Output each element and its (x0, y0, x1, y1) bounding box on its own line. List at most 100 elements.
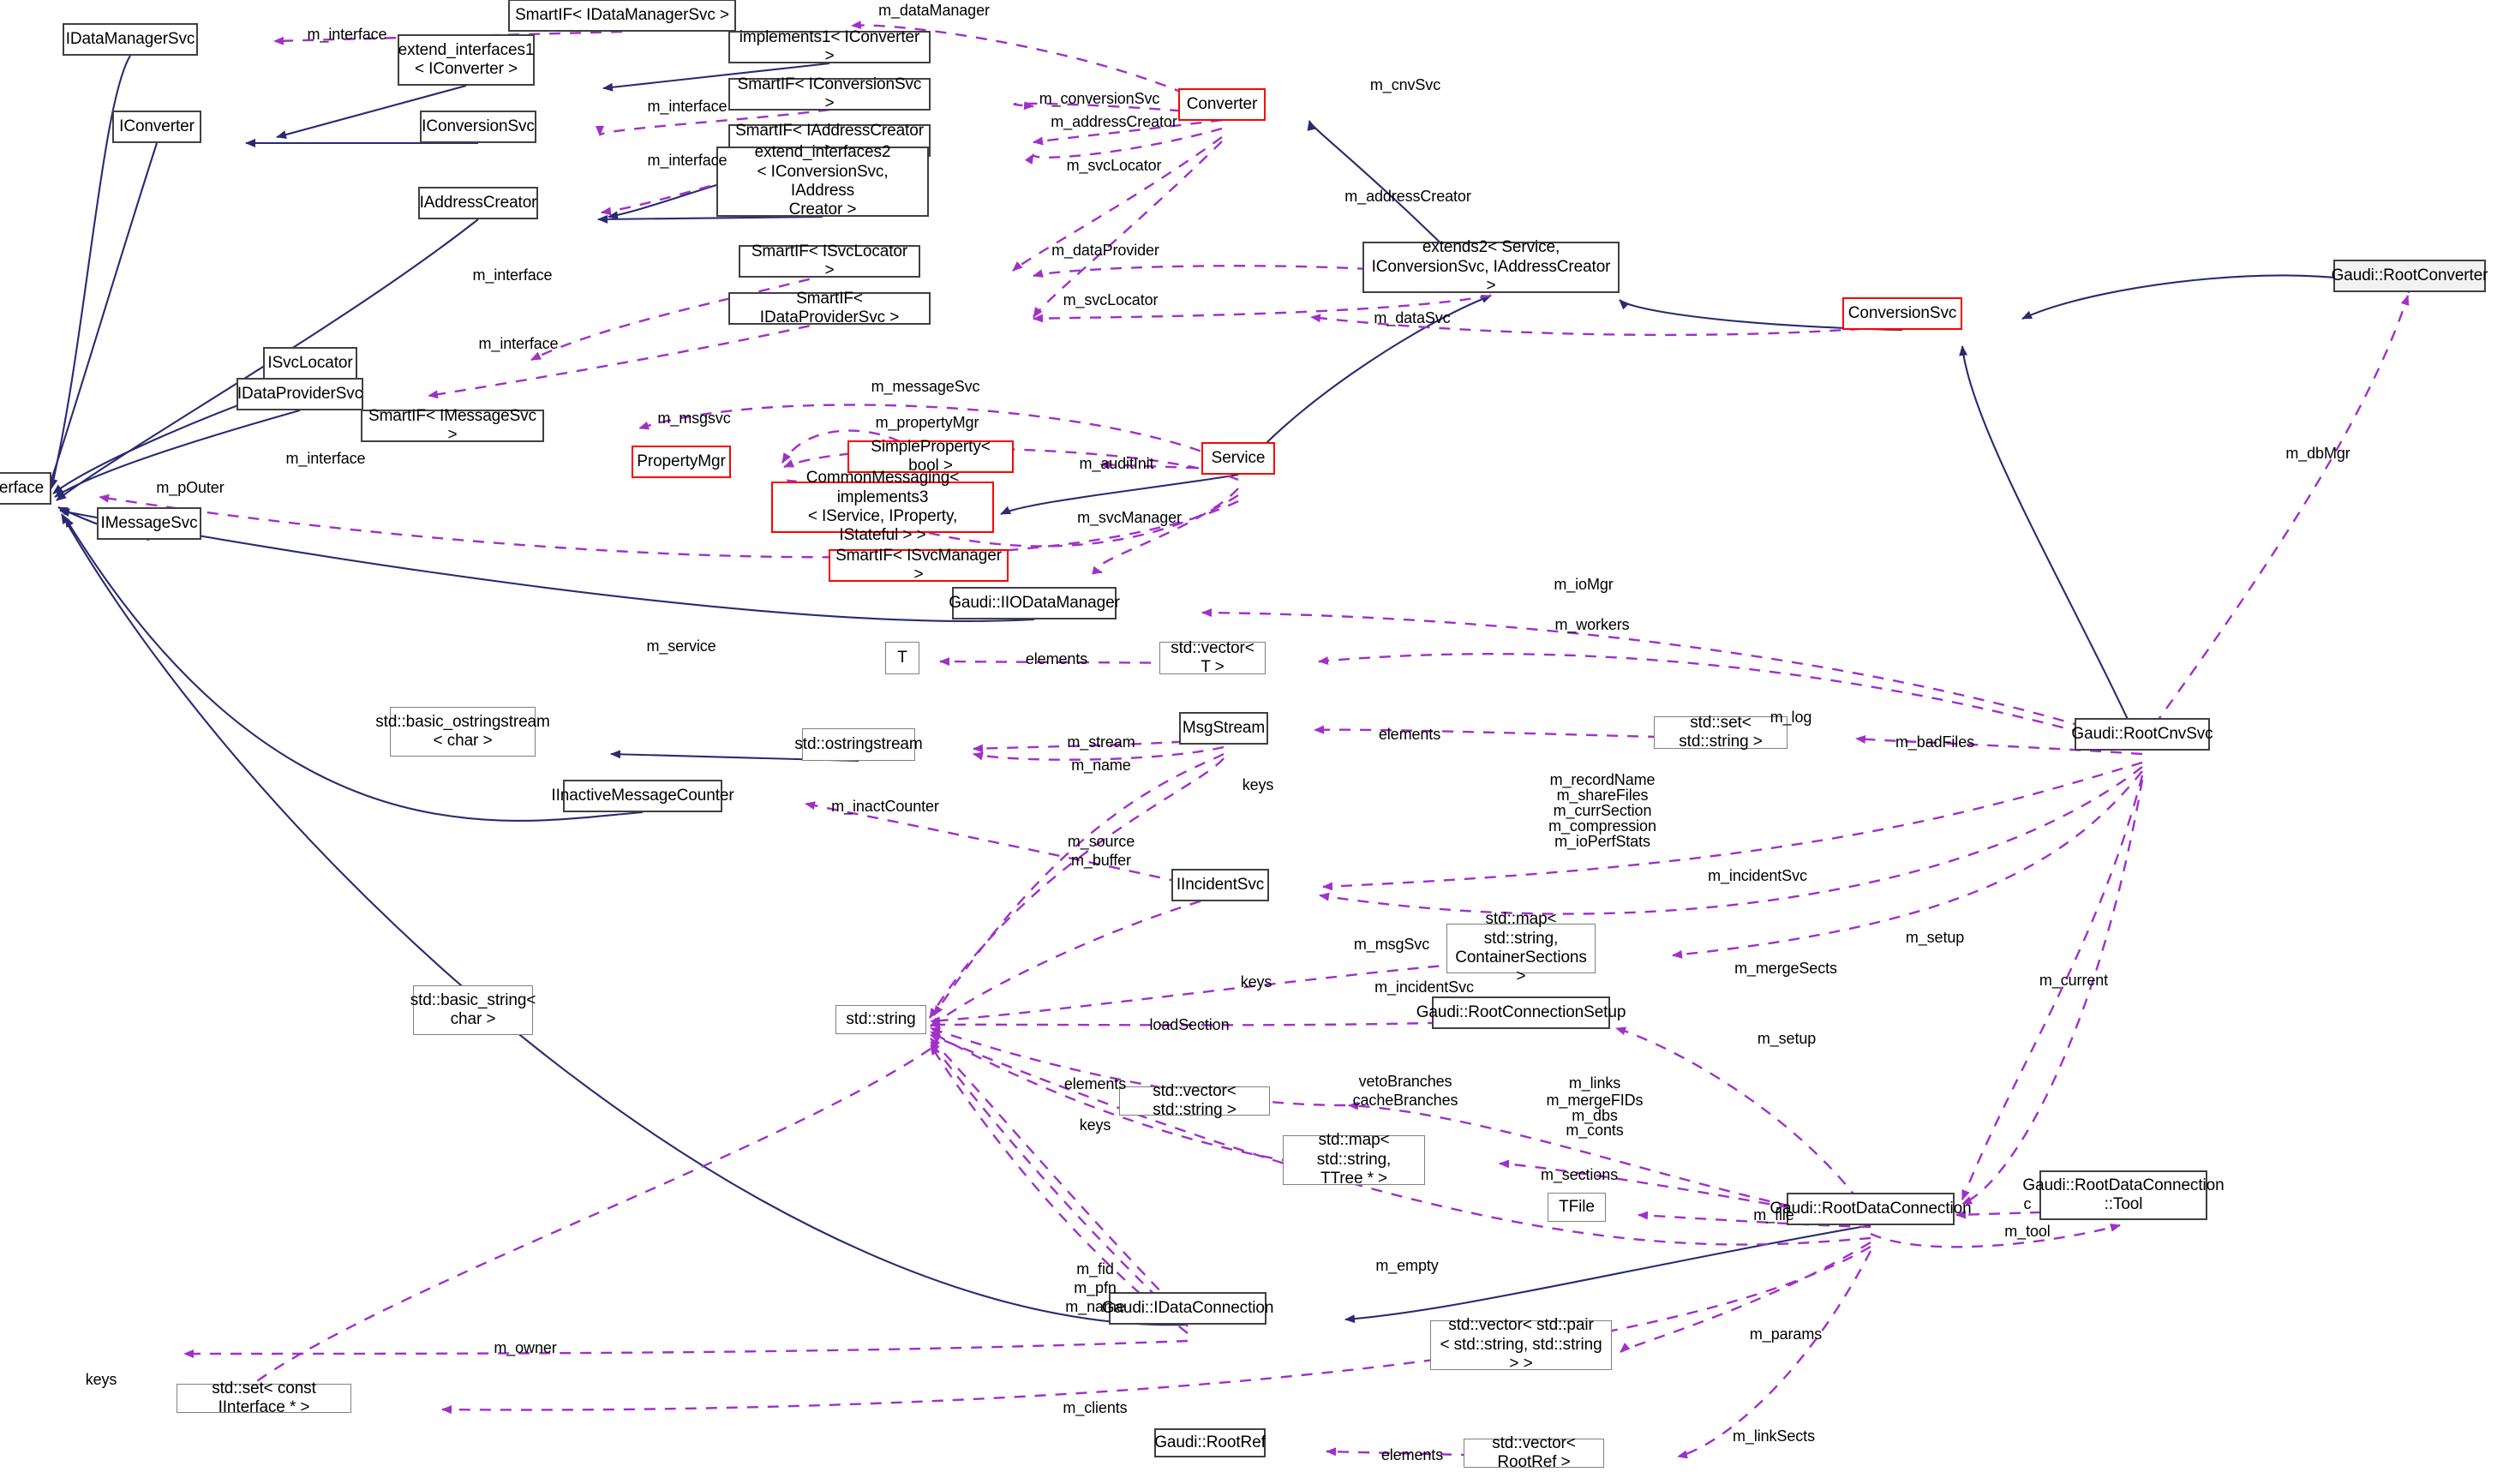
edge-label: m_shareFiles (1556, 787, 1649, 805)
edge-label: m_name (1071, 757, 1131, 775)
class-node-set_const_iinterface[interactable]: std::set< const IInterface * > (177, 1379, 351, 1416)
class-node-rootcnvsvc[interactable]: Gaudi::RootCnvSvc (2071, 718, 2213, 751)
class-node-rootref[interactable]: Gaudi::RootRef (1154, 1428, 1266, 1457)
class-node-extend_interfaces1[interactable]: extend_interfaces1 < IConverter > (398, 34, 535, 86)
class-node-vector_T[interactable]: std::vector< T > (1159, 639, 1266, 676)
class-node-iinterface[interactable]: IInterface (0, 472, 51, 505)
class-node-idataprovidersvc[interactable]: IDataProviderSvc (237, 378, 363, 410)
class-node-isvclocator[interactable]: ISvcLocator (263, 347, 357, 380)
class-node-propertymgr[interactable]: PropertyMgr (632, 446, 731, 478)
edge-label: m_links (1568, 1074, 1621, 1092)
edge-label: m_service (646, 637, 716, 655)
edge-label: m_buffer (1071, 852, 1131, 870)
inheritance-edges (46, 55, 2410, 1326)
class-node-rootdataconnection_tool[interactable]: Gaudi::RootDataConnection ::Tool (2022, 1170, 2225, 1220)
edge-label: cacheBranches (1352, 1092, 1458, 1110)
edge-label: m_currSection (1553, 802, 1652, 820)
class-node-iconversionsvc[interactable]: IConversionSvc (420, 111, 536, 143)
class-node-converter[interactable]: Converter (1178, 88, 1266, 121)
edge-label: m_auditInit (1079, 455, 1154, 473)
class-node-rootdataconnection[interactable]: Gaudi::RootDataConnection (1769, 1193, 1972, 1225)
edge-label: m_source (1067, 833, 1135, 851)
edge-label: loadSection (1149, 1016, 1230, 1034)
class-node-smartif_idataprovidersvc[interactable]: SmartIF< IDataProviderSvc > (728, 290, 931, 326)
class-node-vector_string[interactable]: std::vector< std::string > (1119, 1082, 1270, 1119)
edge-label: keys (85, 1371, 117, 1389)
edge-label: m_dataProvider (1051, 242, 1159, 260)
class-node-simpleproperty_bool[interactable]: SimpleProperty< bool > (847, 438, 1014, 475)
edge-label: m_setup (1757, 1030, 1817, 1048)
class-node-extends2_service[interactable]: extends2< Service, IConversionSvc, IAddr… (1362, 238, 1620, 295)
class-node-smartif_idatamanagersvc[interactable]: SmartIF< IDataManagerSvc > (508, 0, 736, 32)
class-node-set_string[interactable]: std::set< std::string > (1654, 714, 1787, 751)
edge-label: keys (1240, 973, 1272, 991)
edge-label: m_incidentSvc (1708, 867, 1807, 885)
edge-label: keys (1242, 776, 1274, 794)
edge-label: elements (1380, 1446, 1444, 1464)
class-node-imessagesvc[interactable]: IMessageSvc (97, 507, 201, 540)
class-node-smartif_iconversionsvc[interactable]: SmartIF< IConversionSvc > (728, 75, 931, 112)
edge-label: m_clients (1063, 1399, 1128, 1417)
class-node-iiodatamanager[interactable]: Gaudi::IIODataManager (949, 587, 1120, 619)
class-node-vector_rootref[interactable]: std::vector< RootRef > (1464, 1434, 1604, 1471)
edge-label: m_dataSvc (1374, 309, 1451, 327)
edge-label: m_dataManager (878, 2, 990, 20)
class-node-conversionsvc[interactable]: ConversionSvc (1842, 297, 1962, 330)
class-node-vector_pair_string[interactable]: std::vector< std::pair < std::string, st… (1430, 1316, 1612, 1373)
edge-label: m_propertyMgr (875, 414, 979, 432)
edge-label: m_svcLocator (1063, 291, 1159, 309)
class-node-extend_interfaces2[interactable]: extend_interfaces2 < IConversionSvc, IAd… (716, 143, 929, 218)
edge-label: vetoBranches (1358, 1073, 1452, 1091)
edge-label: m_pOuter (156, 479, 225, 497)
edge-label: m_addressCreator (1051, 113, 1177, 131)
edge-label: m_compression (1548, 817, 1656, 835)
class-node-map_containersections[interactable]: std::map< std::string, ContainerSections… (1446, 910, 1596, 985)
class-node-smartif_isvclocator[interactable]: SmartIF< ISvcLocator > (739, 242, 920, 279)
class-node-msgstream[interactable]: MsgStream (1179, 712, 1268, 745)
class-node-iconverter[interactable]: IConverter (112, 111, 201, 143)
class-node-smartif_isvcmanager[interactable]: SmartIF< ISvcManager > (829, 547, 1009, 583)
class-node-iaddresscreator[interactable]: IAddressCreator (418, 187, 538, 219)
edge-label: m_cnvSvc (1369, 76, 1441, 94)
edge-label: m_dbMgr (2285, 445, 2350, 463)
edge-label: m_interface (285, 450, 366, 468)
class-node-rootconnectionsetup[interactable]: Gaudi::RootConnectionSetup (1416, 996, 1626, 1029)
edge-label: m_owner (494, 1339, 557, 1357)
class-node-ostringstream[interactable]: std::ostringstream (794, 728, 923, 761)
edge-label: m_interface (307, 26, 387, 44)
class-node-commonmessaging[interactable]: CommonMessaging< implements3 < IService,… (771, 469, 994, 544)
class-node-tfile[interactable]: TFile (1548, 1193, 1606, 1222)
edge-label: elements (1063, 1075, 1127, 1093)
edge-label: m_conts (1566, 1122, 1624, 1140)
class-node-T[interactable]: T (885, 642, 919, 674)
class-node-implements1_iconverter[interactable]: implements1< IConverter > (728, 28, 931, 65)
class-node-idatamanagersvc[interactable]: IDataManagerSvc (63, 23, 198, 56)
edge-label: m_badFiles (1895, 733, 1975, 751)
class-node-smartif_imessagesvc[interactable]: SmartIF< IMessageSvc > (361, 407, 544, 444)
class-node-idataconnection[interactable]: Gaudi::IDataConnection (1102, 1292, 1273, 1325)
edge-label: m_interface (647, 98, 728, 116)
edge-label: m_stream (1067, 733, 1135, 751)
edge-label: m_interface (647, 152, 728, 170)
class-node-service[interactable]: Service (1201, 442, 1275, 475)
class-node-iincidentsvc[interactable]: IIncidentSvc (1171, 869, 1269, 901)
edge-label: elements (1025, 650, 1088, 668)
class-node-rootconverter[interactable]: Gaudi::RootConverter (2332, 260, 2488, 292)
class-node-map_ttree[interactable]: std::map< std::string, TTree * > (1283, 1131, 1425, 1188)
edge-label: m_fid (1076, 1260, 1114, 1278)
edge-label: m_linkSects (1733, 1427, 1815, 1445)
class-node-basic_ostringstream[interactable]: std::basic_ostringstream < char > (375, 707, 550, 757)
class-node-string[interactable]: std::string (835, 1005, 926, 1034)
edge-label: m_recordName (1549, 771, 1656, 789)
edge-label: m_params (1749, 1325, 1823, 1343)
class-node-iinactivemessagecounter[interactable]: IInactiveMessageCounter (551, 780, 734, 812)
edge-label: m_mergeSects (1734, 960, 1837, 978)
class-node-basic_string_char[interactable]: std::basic_string< char > (410, 985, 536, 1035)
edge-label: elements (1378, 726, 1441, 744)
edge-label: m_tool (2004, 1223, 2051, 1241)
edge-label: m_messageSvc (871, 378, 980, 396)
edge-label: keys (1079, 1116, 1111, 1134)
edge-label: m_workers (1554, 616, 1630, 634)
edge-label: m_sections (1540, 1166, 1619, 1184)
edge-label: m_svcManager (1077, 509, 1182, 527)
